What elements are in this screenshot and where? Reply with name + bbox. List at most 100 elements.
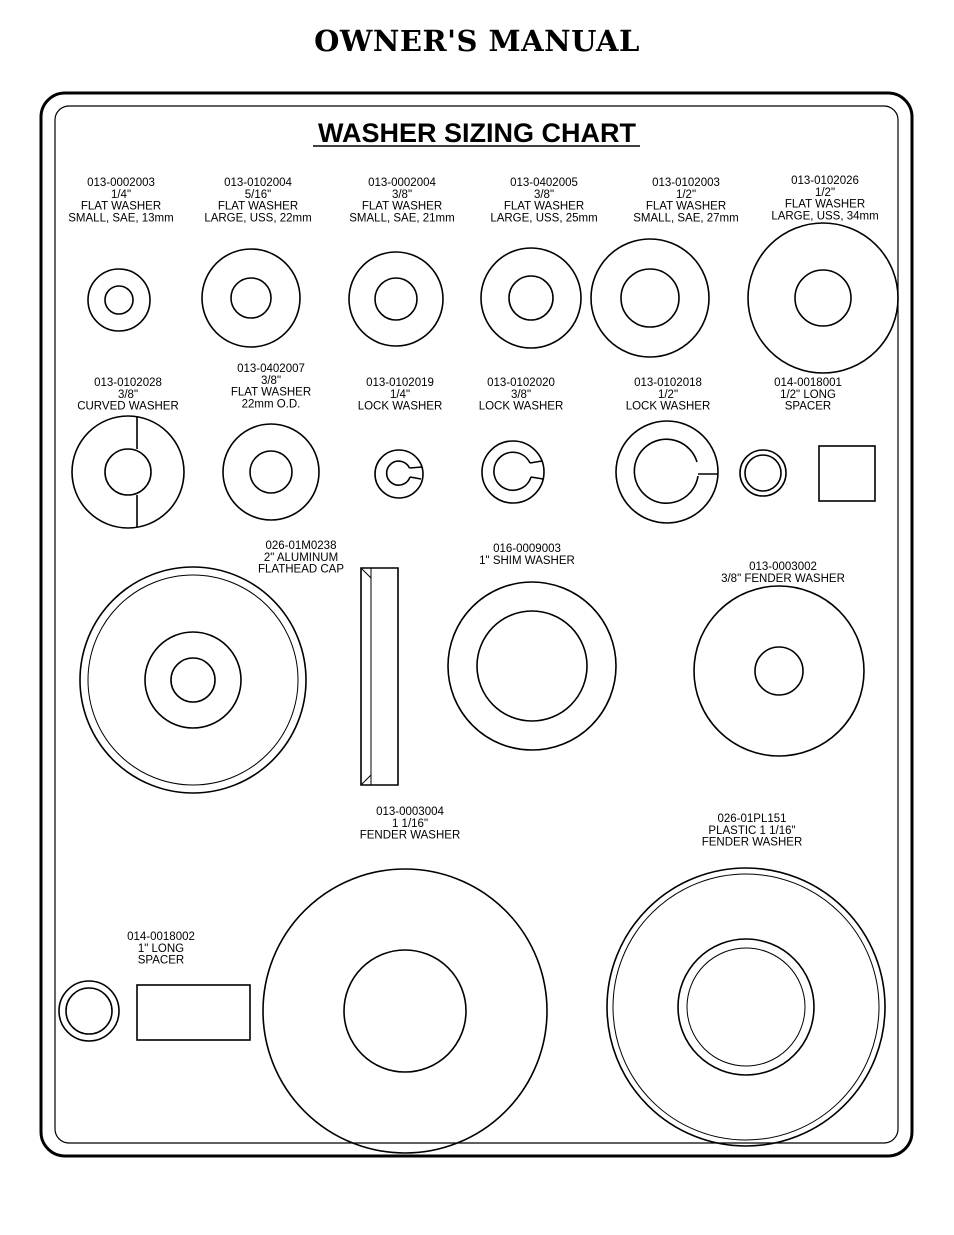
washer-label-line: 013-0102003 [652,177,720,189]
washer-label-line: 016-0009003 [493,543,561,555]
washer-label-line: CURVED WASHER [77,401,179,413]
washer-label-line: 3/8" [392,189,412,201]
washer-013-0102026 [747,222,899,374]
washer-label-line: 013-0102004 [224,177,292,189]
washer-label-line: LOCK WASHER [626,401,711,413]
washer-label-line: SMALL, SAE, 27mm [633,212,738,224]
washer-label-line: 014-0018002 [127,931,195,943]
shim-washer-016-0009003 [447,581,617,751]
washer-013-0402005 [480,247,582,349]
washer-label-line: 1/4" [111,189,131,201]
washer-label-line: 1/4" [390,389,410,401]
washer-label-line: 1/2" LONG [780,389,836,401]
washer-label-line: 013-0002003 [87,177,155,189]
washer-label-line: 013-0102020 [487,377,555,389]
washer-013-0102004 [201,248,301,348]
washer-label-line: 1" SHIM WASHER [479,555,575,567]
washer-label-line: SPACER [138,955,184,967]
washer-label-line: 013-0402007 [237,363,305,375]
washer-label-line: FENDER WASHER [360,830,461,842]
washer-label-line: 3/8" FENDER WASHER [721,573,845,585]
washer-label-line: LARGE, USS, 34mm [771,210,878,222]
fender-washer-013-0003002 [693,585,865,757]
washer-label-line: 3/8" [118,389,138,401]
washer-label-line: 1/2" [658,389,678,401]
washer-label-line: SMALL, SAE, 13mm [68,212,173,224]
washer-label-line: FLAT WASHER [785,199,865,211]
washer-label-line: 2" ALUMINUM [264,552,338,564]
chart-title: WASHER SIZING CHART [318,118,637,148]
washer-label-line: 013-0102028 [94,377,162,389]
washer-013-0002003 [87,268,151,332]
washer-label-line: 014-0018001 [774,377,842,389]
washer-label-line: 013-0003002 [749,561,817,573]
washer-013-0002004 [348,251,444,347]
washer-013-0102028-curved [71,415,185,529]
washer-label-line: 1 1/16" [392,818,428,830]
washer-013-0402007 [222,423,320,521]
fender-washer-013-0003004 [262,868,548,1154]
washer-label-line: 1" LONG [138,943,184,955]
washer-label-line: LOCK WASHER [479,401,564,413]
washer-label-line: 026-01M0238 [266,540,337,552]
spacer-014-0018002 [58,980,251,1042]
page-title: OWNER'S MANUAL [314,24,640,58]
washer-label-line: 1/2" [815,187,835,199]
washer-label-line: 013-0102018 [634,377,702,389]
lock-washer-013-0102019 [374,449,424,499]
washer-label-line: PLASTIC 1 1/16" [708,825,795,837]
lock-washer-013-0102020 [481,440,545,504]
washer-label-line: 013-0102019 [366,377,434,389]
washer-label-line: 3/8" [534,189,554,201]
washer-label-line: 5/16" [245,189,271,201]
washer-label-line: 22mm O.D. [242,398,301,410]
board-inner-border [54,105,899,1144]
washer-label-line: FLAT WASHER [504,201,584,213]
cap-026-01M0238 [79,566,399,794]
washer-label-line: FLAT WASHER [231,387,311,399]
washer-label-line: SPACER [785,401,831,413]
washer-label-line: 3/8" [261,375,281,387]
washer-label-line: FLATHEAD CAP [258,564,344,576]
washer-label-line: FLAT WASHER [81,201,161,213]
washer-label-line: 026-01PL151 [717,813,786,825]
washer-label-line: LARGE, USS, 25mm [490,212,597,224]
washer-label-line: FLAT WASHER [362,201,442,213]
washer-label-line: 1/2" [676,189,696,201]
washer-013-0102003 [590,238,710,358]
washer-label-line: 013-0402005 [510,177,578,189]
washer-label-line: 013-0003004 [376,806,444,818]
washer-label-line: SMALL, SAE, 21mm [349,212,454,224]
board-outer-border [39,91,914,1158]
washer-label-line: FENDER WASHER [702,837,803,849]
washer-label-line: 013-0002004 [368,177,436,189]
washer-label-line: 013-0102026 [791,175,859,187]
washer-label-line: LOCK WASHER [358,401,443,413]
washer-label-line: 3/8" [511,389,531,401]
plastic-fender-washer-026-01PL151 [606,867,886,1147]
lock-washer-013-0102018 [615,420,719,524]
spacer-014-0018001 [739,445,876,502]
washer-label-line: FLAT WASHER [218,201,298,213]
washer-label-line: LARGE, USS, 22mm [204,212,311,224]
